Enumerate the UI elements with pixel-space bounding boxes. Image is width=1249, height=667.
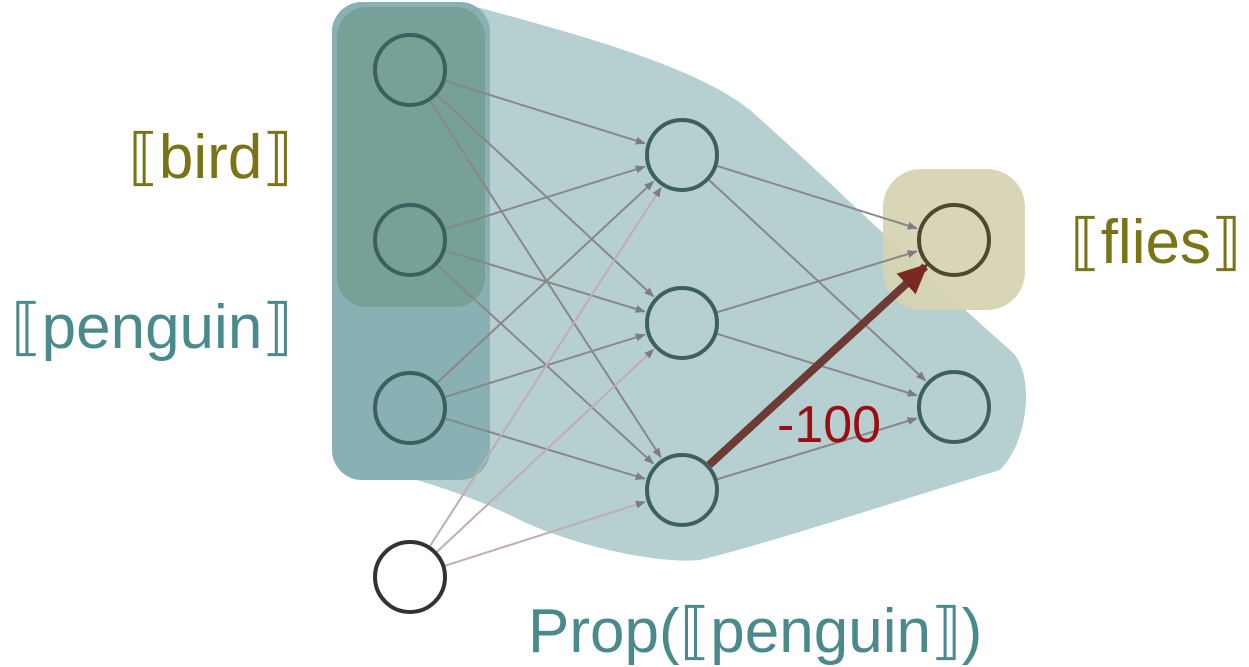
edge-hidden-3-to-output-flies bbox=[706, 263, 929, 468]
bias-node bbox=[373, 540, 447, 614]
edge-hidden-1-to-output-2 bbox=[708, 179, 927, 382]
bird-label: ⟦bird⟧ bbox=[128, 123, 293, 192]
edge-input-1-to-hidden-3 bbox=[429, 100, 662, 459]
prop-penguin-region bbox=[332, 2, 1027, 561]
edge-bias-to-hidden-1 bbox=[429, 186, 662, 547]
edge-bias-to-hidden-3 bbox=[444, 500, 646, 567]
edge-hidden-2-to-output-flies bbox=[717, 250, 918, 314]
edge-hidden-3-to-output-2 bbox=[717, 417, 918, 481]
input-node-1 bbox=[373, 33, 447, 107]
edge-input-3-to-hidden-3 bbox=[445, 417, 646, 480]
edge-input-2-to-hidden-3 bbox=[436, 264, 655, 465]
edges bbox=[429, 80, 929, 567]
penguin-label: ⟦penguin⟧ bbox=[11, 293, 293, 362]
weight-label: -100 bbox=[777, 396, 881, 454]
nodes bbox=[373, 33, 991, 614]
hidden-node-3 bbox=[645, 453, 719, 527]
hidden-node-2 bbox=[645, 286, 719, 360]
edge-input-3-to-hidden-1 bbox=[436, 180, 655, 384]
edge-input-1-to-hidden-1 bbox=[445, 80, 646, 145]
bird-input-region bbox=[337, 7, 485, 307]
flies-label: ⟦flies⟧ bbox=[1070, 208, 1242, 277]
output-node-flies bbox=[917, 203, 991, 277]
hidden-node-1 bbox=[645, 118, 719, 192]
edge-input-1-to-hidden-2 bbox=[436, 94, 655, 298]
edge-input-2-to-hidden-1 bbox=[445, 165, 646, 230]
edge-bias-to-hidden-2 bbox=[436, 348, 655, 553]
input-node-3 bbox=[373, 371, 447, 445]
edge-hidden-1-to-output-flies bbox=[717, 165, 918, 230]
prop-penguin-label: Prop(⟦penguin⟧) bbox=[528, 597, 982, 666]
input-node-2 bbox=[373, 203, 447, 277]
output-node-2 bbox=[917, 370, 991, 444]
